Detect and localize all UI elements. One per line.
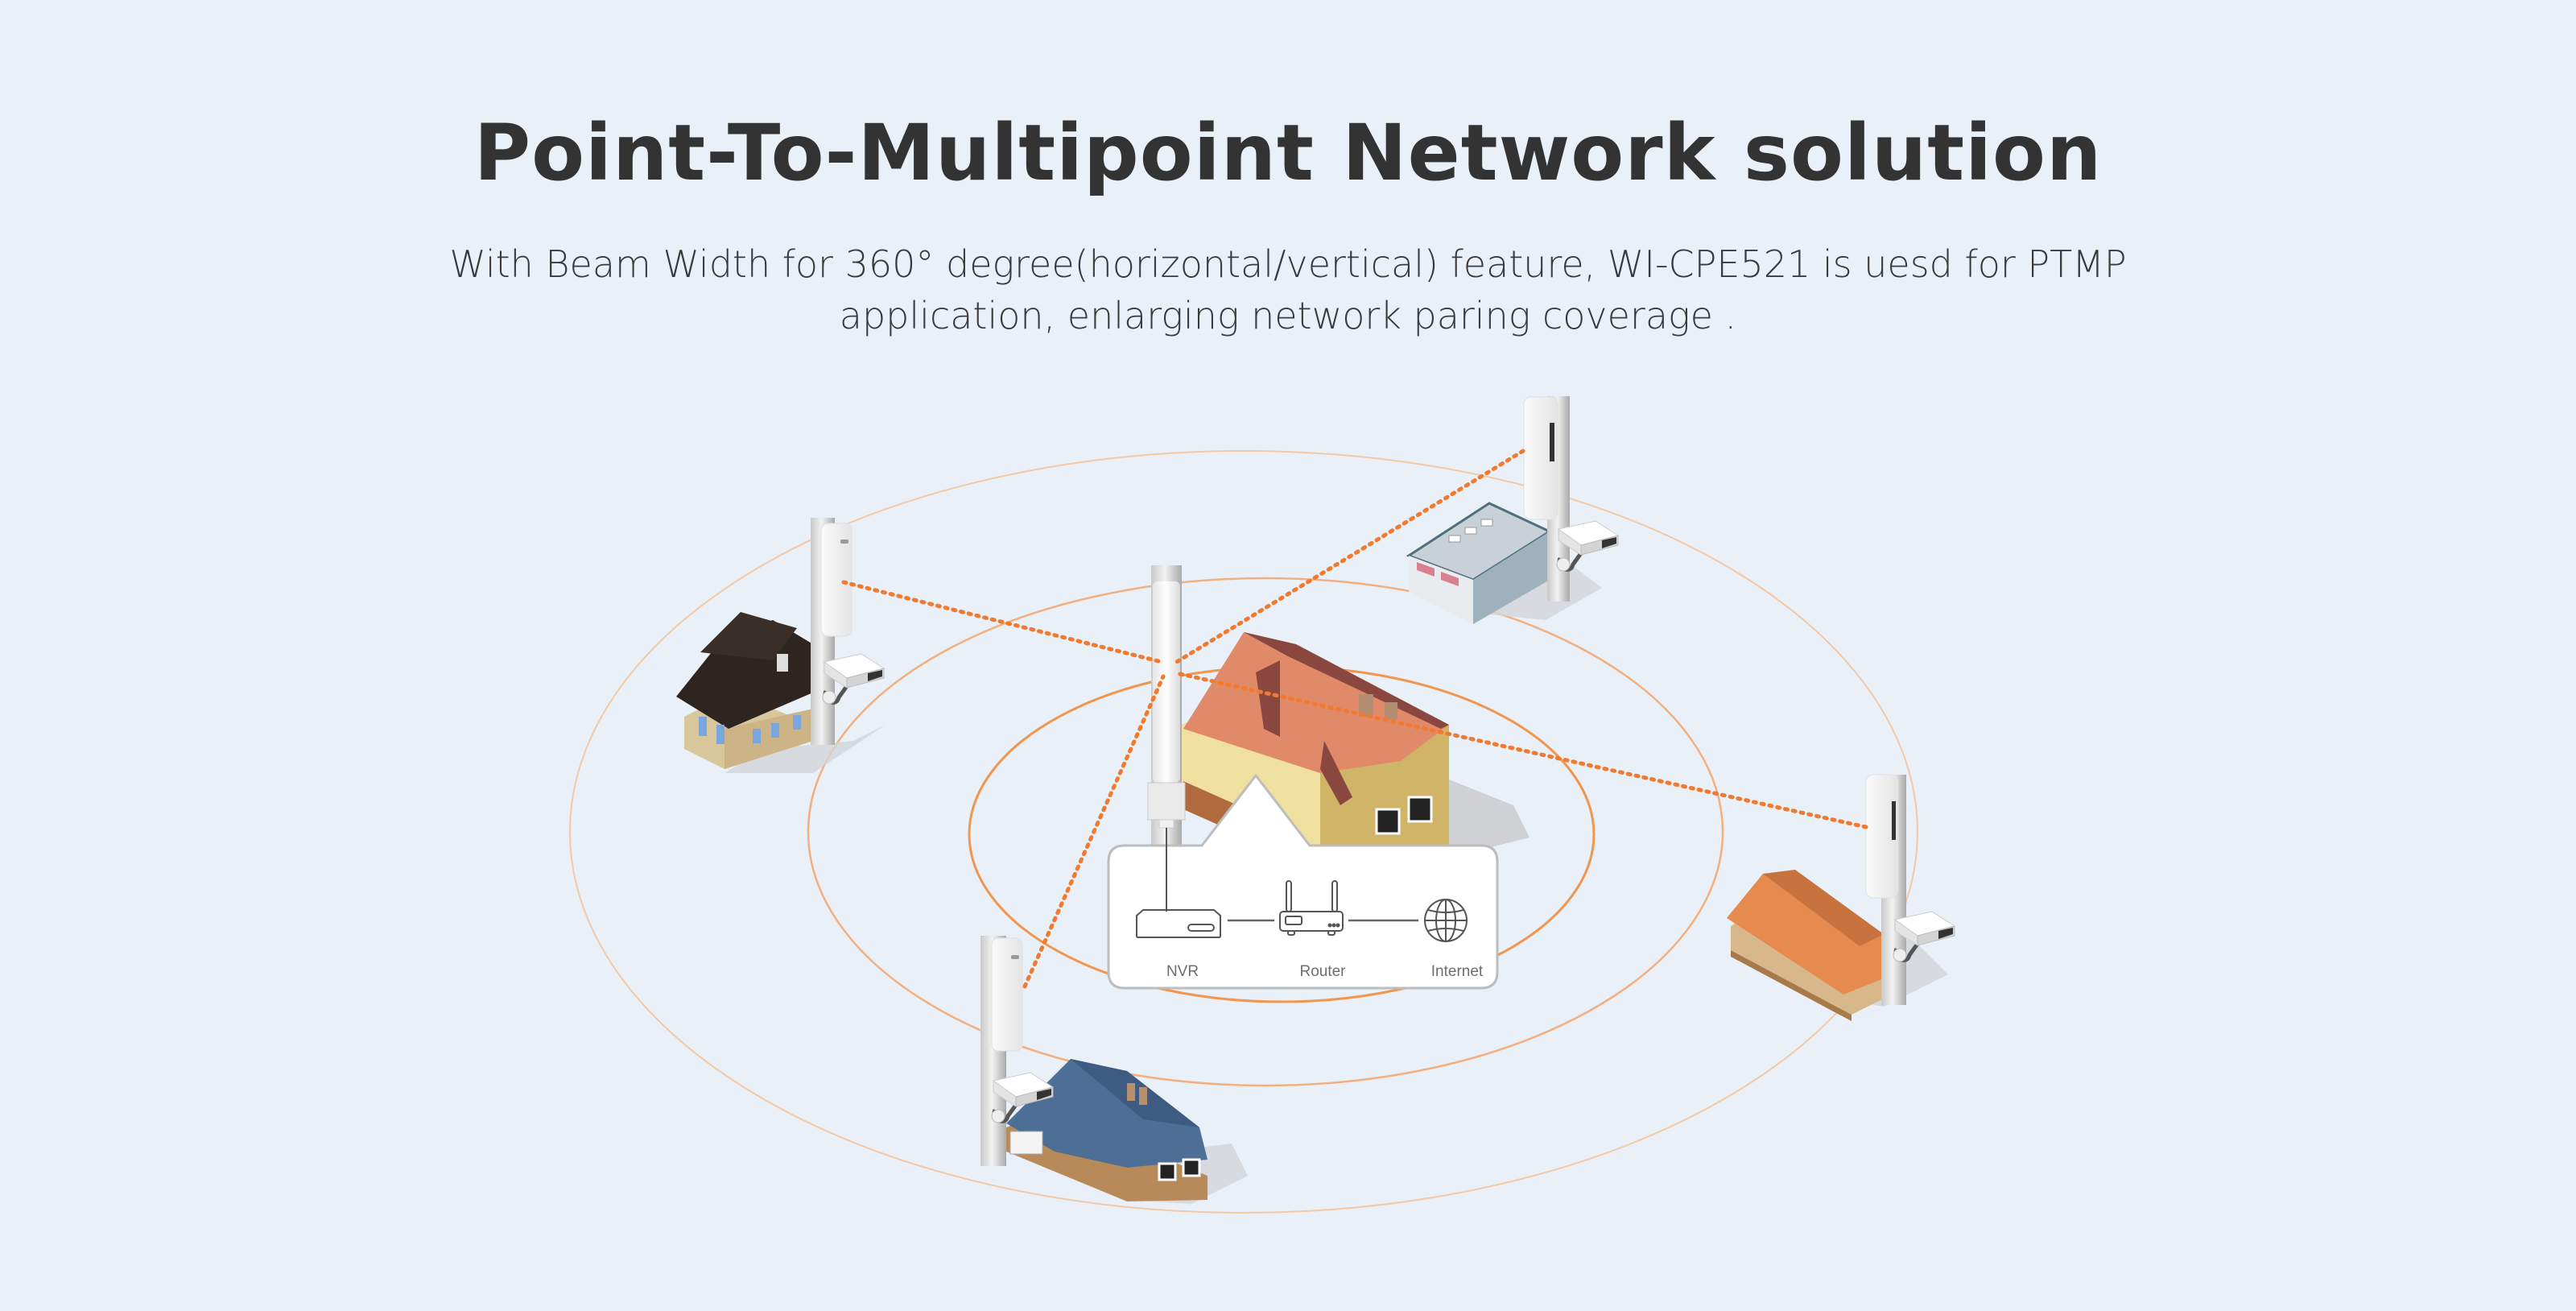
coverage-ring-middle <box>807 577 1724 1087</box>
remote-site-west <box>676 518 886 773</box>
nvr-icon <box>1136 909 1221 938</box>
omni-antenna <box>1147 565 1186 846</box>
router-icon <box>1279 880 1344 936</box>
remote-site-east <box>1727 774 1955 1021</box>
cpe-device <box>1523 396 1558 520</box>
house-blue-roof <box>1006 1059 1208 1201</box>
nvr-label: NVR <box>1166 963 1199 980</box>
router-label: Router <box>1299 963 1346 980</box>
callout-box <box>1107 773 1499 990</box>
cpe-device <box>991 937 1023 1052</box>
link-east <box>1174 671 1868 829</box>
network-chain-callout: NVR Router Internet <box>1107 773 1499 990</box>
link-west <box>841 580 1164 664</box>
remote-site-north-east <box>1406 396 1618 624</box>
house-dark-roof <box>676 612 813 769</box>
link-south <box>1022 674 1166 989</box>
house-orange-roof <box>1727 870 1884 1021</box>
link-north-east <box>1173 449 1525 665</box>
page-subtitle: With Beam Width for 360° degree(horizont… <box>402 238 2174 341</box>
shop-building <box>1406 502 1553 624</box>
page-title: Point-To-Multipoint Network solution <box>473 108 2103 198</box>
wireless-links <box>841 449 1868 989</box>
internet-label: Internet <box>1431 963 1484 980</box>
cpe-device <box>1865 774 1899 899</box>
remote-site-south <box>980 936 1248 1204</box>
subtitle-line-1: With Beam Width for 360° degree(horizont… <box>449 242 2127 286</box>
house-terracotta-roof <box>1182 632 1449 846</box>
globe-icon <box>1424 899 1468 942</box>
subtitle-line-2: application, enlarging network paring co… <box>839 294 1737 337</box>
coverage-ring-outer <box>569 450 1918 1214</box>
shadow <box>724 725 886 773</box>
cpe-device <box>820 523 852 637</box>
